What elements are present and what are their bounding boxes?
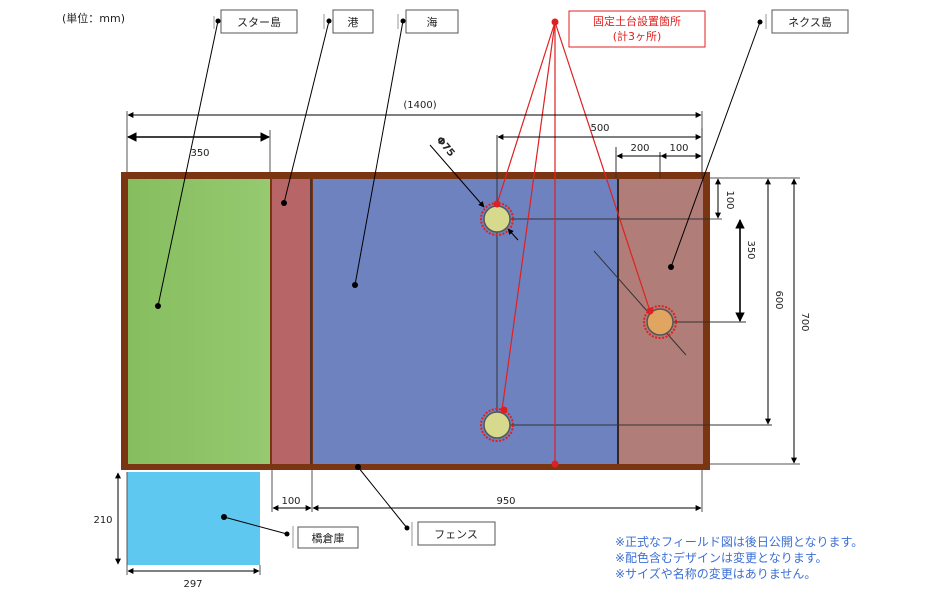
guide-lines [496, 128, 772, 426]
fixed-base-2 [480, 408, 514, 442]
note-3: ※サイズや名称の変更はありません。 [615, 566, 816, 581]
bridge-storage-label: 橋倉庫 [312, 531, 345, 545]
leader-sea [352, 14, 406, 288]
phi-dimension: Φ75 [434, 135, 457, 159]
bridge-storage-area [127, 472, 260, 565]
dim-210: 210 [93, 515, 112, 526]
port-area [272, 179, 312, 464]
dim-100-right: 100 [724, 190, 735, 209]
dim-100-bottom: 100 [281, 496, 300, 507]
dim-950: 950 [496, 496, 515, 507]
dim-297: 297 [183, 579, 202, 590]
note-1: ※正式なフィールド図は後日公開となります。 [615, 535, 863, 549]
bridge-storage-label-box [297, 526, 359, 549]
sea-label: 海 [427, 15, 438, 29]
fence-label-box [417, 521, 496, 546]
dim-star-width: 350 [190, 148, 209, 159]
fixed-base-3 [643, 305, 677, 339]
fence-label: フェンス [434, 528, 478, 541]
star-island-label: スター島 [237, 15, 281, 29]
port-label: 港 [348, 16, 359, 29]
leader-bridge-storage [221, 514, 294, 548]
star-island-label-box [220, 9, 298, 34]
dim-600: 600 [773, 290, 784, 309]
leader-star-island [155, 16, 221, 309]
sea-area [313, 179, 617, 464]
fixed-base-title: 固定土台設置箇所 [593, 14, 681, 28]
phi-leader [429, 144, 519, 241]
fixed-base-callout-dots [493, 18, 654, 468]
dim-700: 700 [799, 312, 810, 331]
dimension-arrows [115, 112, 797, 574]
dim-total-width: (1400) [403, 100, 436, 111]
dim-350: 350 [745, 240, 756, 259]
fixed-base-count: (計3ヶ所) [613, 29, 662, 43]
sea-label-box [405, 9, 459, 34]
fixed-base-callout-box [568, 10, 706, 48]
nexus-island-label: ネクス島 [788, 15, 832, 29]
port-label-box [332, 9, 374, 34]
nexus-island-label-box [771, 9, 849, 34]
dim-200: 200 [630, 143, 649, 154]
leader-fence [355, 464, 413, 546]
extension-lines [126, 111, 800, 575]
unit-label: (単位：mm) [62, 11, 125, 25]
leader-nexus-island [668, 14, 767, 270]
dim-100-top: 100 [669, 143, 688, 154]
star-island-area [128, 179, 270, 464]
dim-500: 500 [590, 123, 609, 134]
note-2: ※配色含むデザインは変更となります。 [615, 550, 828, 565]
